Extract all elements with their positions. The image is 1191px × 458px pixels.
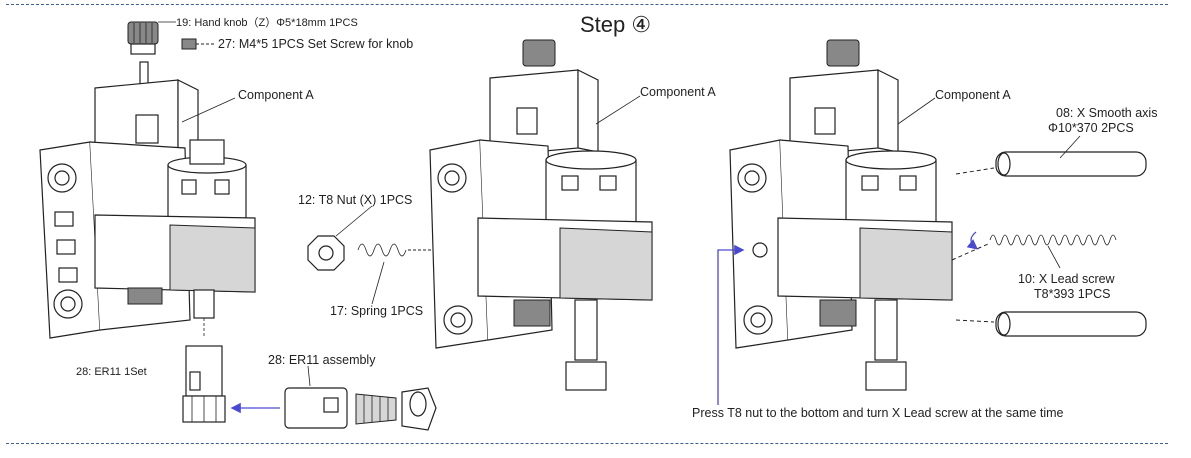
hand-knob-part: [127, 21, 159, 87]
middle-assembly: [429, 39, 653, 391]
leader-lines: [158, 21, 1081, 387]
lower-shaft-left: [127, 287, 215, 338]
left-assembly: [39, 21, 440, 431]
component-a-label-1: Component A: [238, 88, 314, 102]
spring-label: 17: Spring 1PCS: [330, 304, 424, 318]
step-title: Step ④: [580, 12, 651, 38]
set-screw-part: [181, 38, 215, 50]
step-word: Step: [580, 12, 626, 37]
hand-knob-label: 19: Hand knob（Z）Φ5*18mm 1PCS: [176, 17, 358, 29]
er11-set-label: 28: ER11 1Set: [76, 366, 147, 378]
step-number: ④: [631, 12, 652, 37]
lead-screw-part: [951, 231, 1117, 261]
lead-screw-label: 10: X Lead screw: [1018, 272, 1115, 286]
clamp-left: [94, 214, 256, 293]
er11-assembly-part: [230, 387, 437, 431]
spindle-motor-left: [167, 139, 247, 226]
top-divider: [6, 4, 1168, 5]
smooth-axis-spec-label: Φ10*370 2PCS: [1048, 121, 1134, 135]
t8-nut-part: [307, 235, 345, 271]
bottom-divider: [6, 443, 1168, 444]
lead-screw-spec-label: T8*393 1PCS: [1034, 287, 1111, 301]
instruction-text: Press T8 nut to the bottom and turn X Le…: [692, 406, 1064, 420]
er11-set-part: [182, 345, 226, 423]
spring-part: [357, 243, 440, 257]
smooth-axis-label: 08: X Smooth axis: [1056, 106, 1158, 120]
right-assembly: [717, 39, 1147, 405]
set-screw-label: 27: M4*5 1PCS Set Screw for knob: [218, 37, 414, 51]
t8-nut-label: 12: T8 Nut (X) 1PCS: [298, 193, 413, 207]
component-a-label-3: Component A: [935, 88, 1011, 102]
er11-assembly-label: 28: ER11 assembly: [268, 353, 376, 367]
smooth-axis-part: [955, 151, 1147, 337]
component-a-label-2: Component A: [640, 85, 716, 99]
